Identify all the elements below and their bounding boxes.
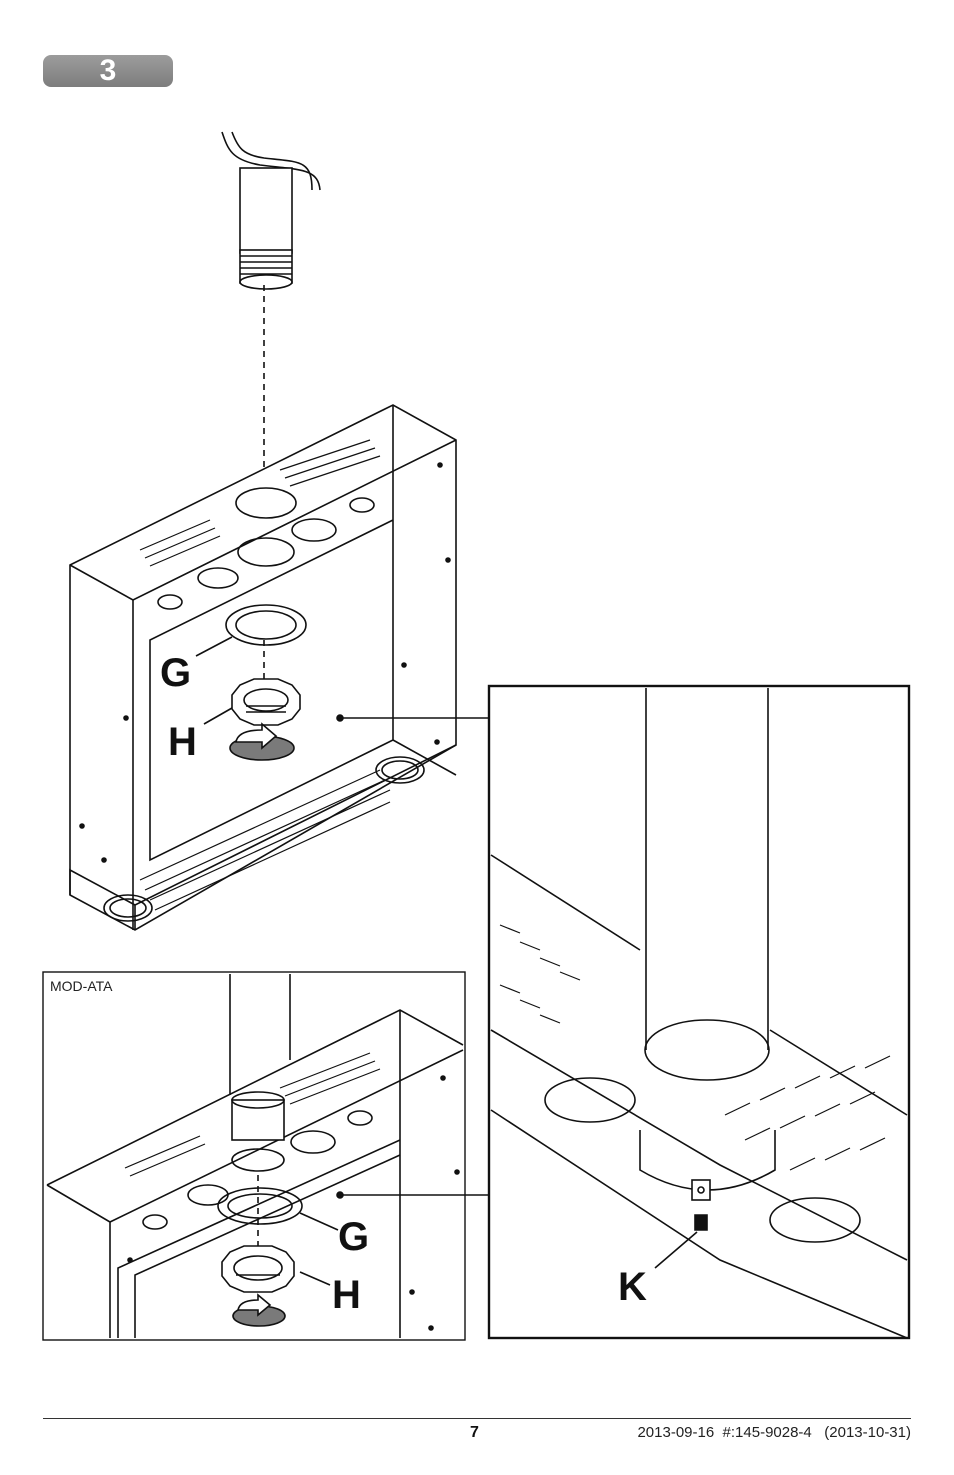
mod-ata-inset-illustration	[42, 971, 489, 1341]
page-number: 7	[470, 1424, 479, 1441]
wall-box-illustration	[69, 404, 490, 931]
callout-h-inset: H	[332, 1273, 361, 1317]
footer-rule	[43, 1418, 911, 1419]
detail-zoom-illustration	[487, 684, 911, 1340]
callout-k-detail: K	[618, 1265, 647, 1309]
inset-label: MOD-ATA	[50, 978, 113, 994]
pipe-illustration	[221, 131, 321, 470]
callout-g-inset: G	[338, 1215, 369, 1259]
callout-h-main: H	[168, 720, 197, 764]
document-reference: 2013-09-16 #:145-9028-4 (2013-10-31)	[637, 1424, 911, 1441]
callout-g-main: G	[160, 651, 191, 695]
step-number-badge: 3	[43, 55, 173, 87]
